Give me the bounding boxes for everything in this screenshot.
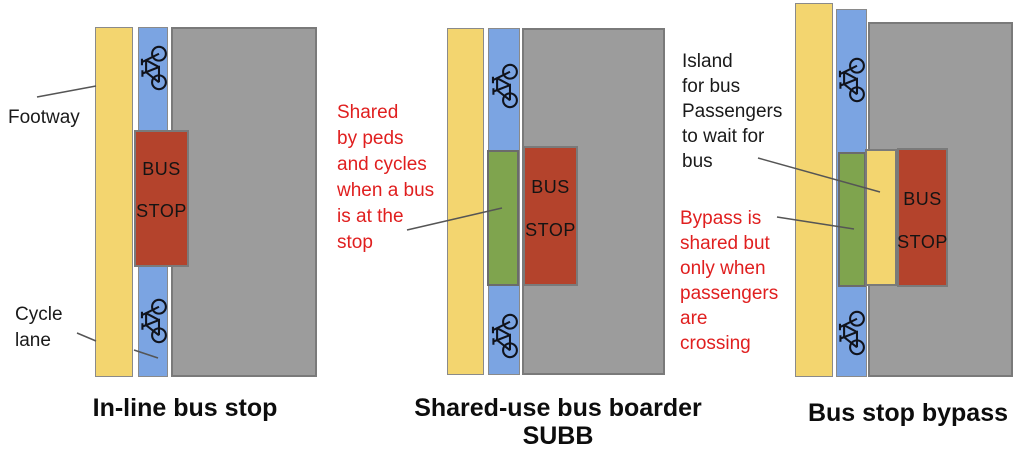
bus-stop-block-bypass (897, 148, 948, 287)
diagram-title-bypass: Bus stop bypass (807, 399, 1009, 427)
bicycle-icon (838, 57, 865, 103)
bypass-annotation-line: Bypass is (680, 208, 762, 229)
bypass-annotation-line: are (680, 308, 708, 329)
footway-strip-subb (447, 28, 484, 375)
island-note-line: Island (682, 51, 733, 72)
shared-annotation-line: and cycles (337, 154, 427, 175)
footway-strip-bypass (795, 3, 833, 377)
bus-stop-text-line2: STOP (525, 220, 576, 240)
bus-stop-text-line1: BUS (531, 177, 570, 197)
bus-stop-text-line1: BUS (142, 159, 181, 179)
footway-leader-line (36, 85, 97, 98)
cycle-lane-label-line2: lane (15, 330, 51, 351)
cycle-lane-leader-line (76, 332, 97, 342)
shared-annotation-line: by peds (337, 128, 404, 149)
bicycle-icon (140, 45, 167, 91)
road-strip-inline (171, 27, 317, 377)
bus-stop-block-inline (134, 130, 189, 267)
bypass-annotation: Bypass is shared but only when passenger… (680, 206, 778, 356)
bicycle-icon (140, 298, 167, 344)
island-note-line: Passengers (682, 101, 783, 122)
bicycle-icon (491, 313, 518, 359)
diagram-title-inline: In-line bus stop (92, 394, 278, 422)
shared-annotation-line: Shared (337, 102, 399, 123)
island-note-line: to wait for (682, 126, 765, 147)
diagram-title-subb: Shared-use bus boarder SUBB (408, 394, 708, 450)
passenger-island-block (865, 149, 897, 286)
bus-stop-block-subb (523, 146, 578, 286)
island-note-line: for bus (682, 76, 741, 97)
bus-stop-text-line2: STOP (136, 201, 187, 221)
island-note-line: bus (682, 151, 713, 172)
bypass-annotation-line: crossing (680, 333, 751, 354)
shared-annotation-line: stop (337, 232, 373, 253)
shared-annotation-line: when a bus (337, 180, 435, 201)
bicycle-icon (838, 310, 865, 356)
shared-annotation-line: is at the (337, 206, 404, 227)
footway-label: Footway (8, 107, 80, 128)
bypass-annotation-line: only when (680, 258, 766, 279)
island-note: Island for bus Passengers to wait for bu… (682, 49, 782, 174)
bypass-annotation-line: passengers (680, 283, 779, 304)
bypass-shared-area (838, 152, 866, 287)
cycle-lane-label-line1: Cycle (15, 304, 63, 325)
bypass-annotation-line: shared but (680, 233, 770, 254)
bus-stop-text-line2: STOP (897, 232, 948, 252)
shared-annotation: Shared by peds and cycles when a bus is … (337, 100, 434, 256)
footway-strip-inline (95, 27, 133, 377)
diagram-title-subb-line2: SUBB (522, 422, 594, 450)
bicycle-icon (491, 63, 518, 109)
shared-boarder-area (487, 150, 519, 286)
bus-stop-text-line1: BUS (903, 189, 942, 209)
cycle-lane-label: Cycle lane (15, 302, 63, 354)
diagram-title-subb-line1: Shared-use bus boarder (414, 394, 702, 422)
